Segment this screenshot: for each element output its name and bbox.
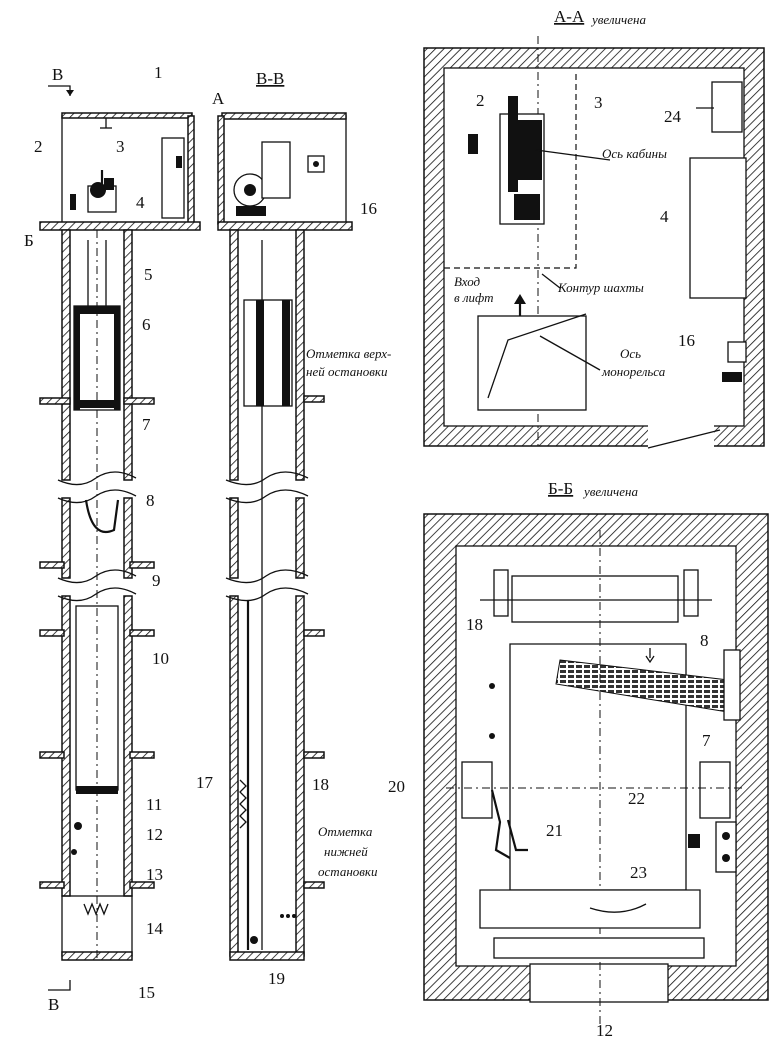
num-3: 3 bbox=[116, 137, 125, 156]
note-bottom-stop-3: остановки bbox=[318, 864, 378, 879]
num-13: 13 bbox=[146, 865, 163, 884]
num-19: 19 bbox=[268, 969, 285, 988]
title-vv: В-В bbox=[256, 69, 284, 88]
bb-num-20: 20 bbox=[388, 777, 405, 796]
num-5: 5 bbox=[144, 265, 153, 284]
labels: В В Б А В-В А-А увеличена Б-Б увеличена … bbox=[24, 7, 711, 1040]
note-bottom-stop-2: нижней bbox=[324, 844, 368, 859]
note-rail-axis-1: Ось bbox=[620, 346, 641, 361]
note-cabin-axis: Ось кабины bbox=[602, 146, 667, 161]
note-rail-axis-2: монорельса bbox=[601, 364, 666, 379]
num-10: 10 bbox=[152, 649, 169, 668]
aa-num-24: 24 bbox=[664, 107, 682, 126]
aa-num-3: 3 bbox=[594, 93, 603, 112]
section-aa bbox=[423, 36, 765, 449]
num-4: 4 bbox=[136, 193, 145, 212]
traveling-cable bbox=[84, 499, 120, 533]
shaft-wall-left-upper bbox=[61, 229, 71, 481]
title-bb: Б-Б bbox=[548, 479, 573, 498]
label-b: Б bbox=[24, 231, 34, 250]
bb-num-12: 12 bbox=[596, 1021, 613, 1040]
note-entry-2: в лифт bbox=[454, 290, 494, 305]
label-a: А bbox=[212, 89, 225, 108]
side-view bbox=[39, 112, 201, 961]
note-top-stop-1: Отметка верх- bbox=[306, 346, 391, 361]
bb-num-7: 7 bbox=[702, 731, 711, 750]
num-16: 16 bbox=[360, 199, 377, 218]
subtitle-bb: увеличена bbox=[582, 484, 638, 499]
num-9: 9 bbox=[152, 571, 161, 590]
label-v-bottom: В bbox=[48, 995, 59, 1014]
num-1: 1 bbox=[154, 63, 163, 82]
label-v-top: В bbox=[52, 65, 63, 84]
num-18: 18 bbox=[312, 775, 329, 794]
note-shaft-contour: Контур шахты bbox=[557, 280, 644, 295]
shaft-wall-right-upper bbox=[123, 229, 133, 481]
aa-num-16: 16 bbox=[678, 331, 695, 350]
bb-num-8: 8 bbox=[700, 631, 709, 650]
num-2: 2 bbox=[34, 137, 43, 156]
note-bottom-stop-1: Отметка bbox=[318, 824, 373, 839]
note-top-stop-2: ней остановки bbox=[306, 364, 388, 379]
bb-num-18: 18 bbox=[466, 615, 483, 634]
num-12: 12 bbox=[146, 825, 163, 844]
title-aa: А-А bbox=[554, 7, 585, 26]
note-entry-1: Вход bbox=[454, 274, 481, 289]
num-7: 7 bbox=[142, 415, 151, 434]
num-15: 15 bbox=[138, 983, 155, 1002]
aa-num-4: 4 bbox=[660, 207, 669, 226]
section-vv bbox=[217, 112, 353, 961]
control-cabinet bbox=[161, 137, 185, 219]
bb-num-22: 22 bbox=[628, 789, 645, 808]
num-11: 11 bbox=[146, 795, 162, 814]
shaft-contour bbox=[444, 70, 577, 269]
bb-num-21: 21 bbox=[546, 821, 563, 840]
num-8: 8 bbox=[146, 491, 155, 510]
section-bb bbox=[423, 513, 769, 1024]
bb-num-23: 23 bbox=[630, 863, 647, 882]
num-17: 17 bbox=[196, 773, 214, 792]
num-14: 14 bbox=[146, 919, 164, 938]
machine-room-floor bbox=[39, 221, 201, 231]
aa-num-2: 2 bbox=[476, 91, 485, 110]
num-6: 6 bbox=[142, 315, 151, 334]
subtitle-aa: увеличена bbox=[590, 12, 646, 27]
